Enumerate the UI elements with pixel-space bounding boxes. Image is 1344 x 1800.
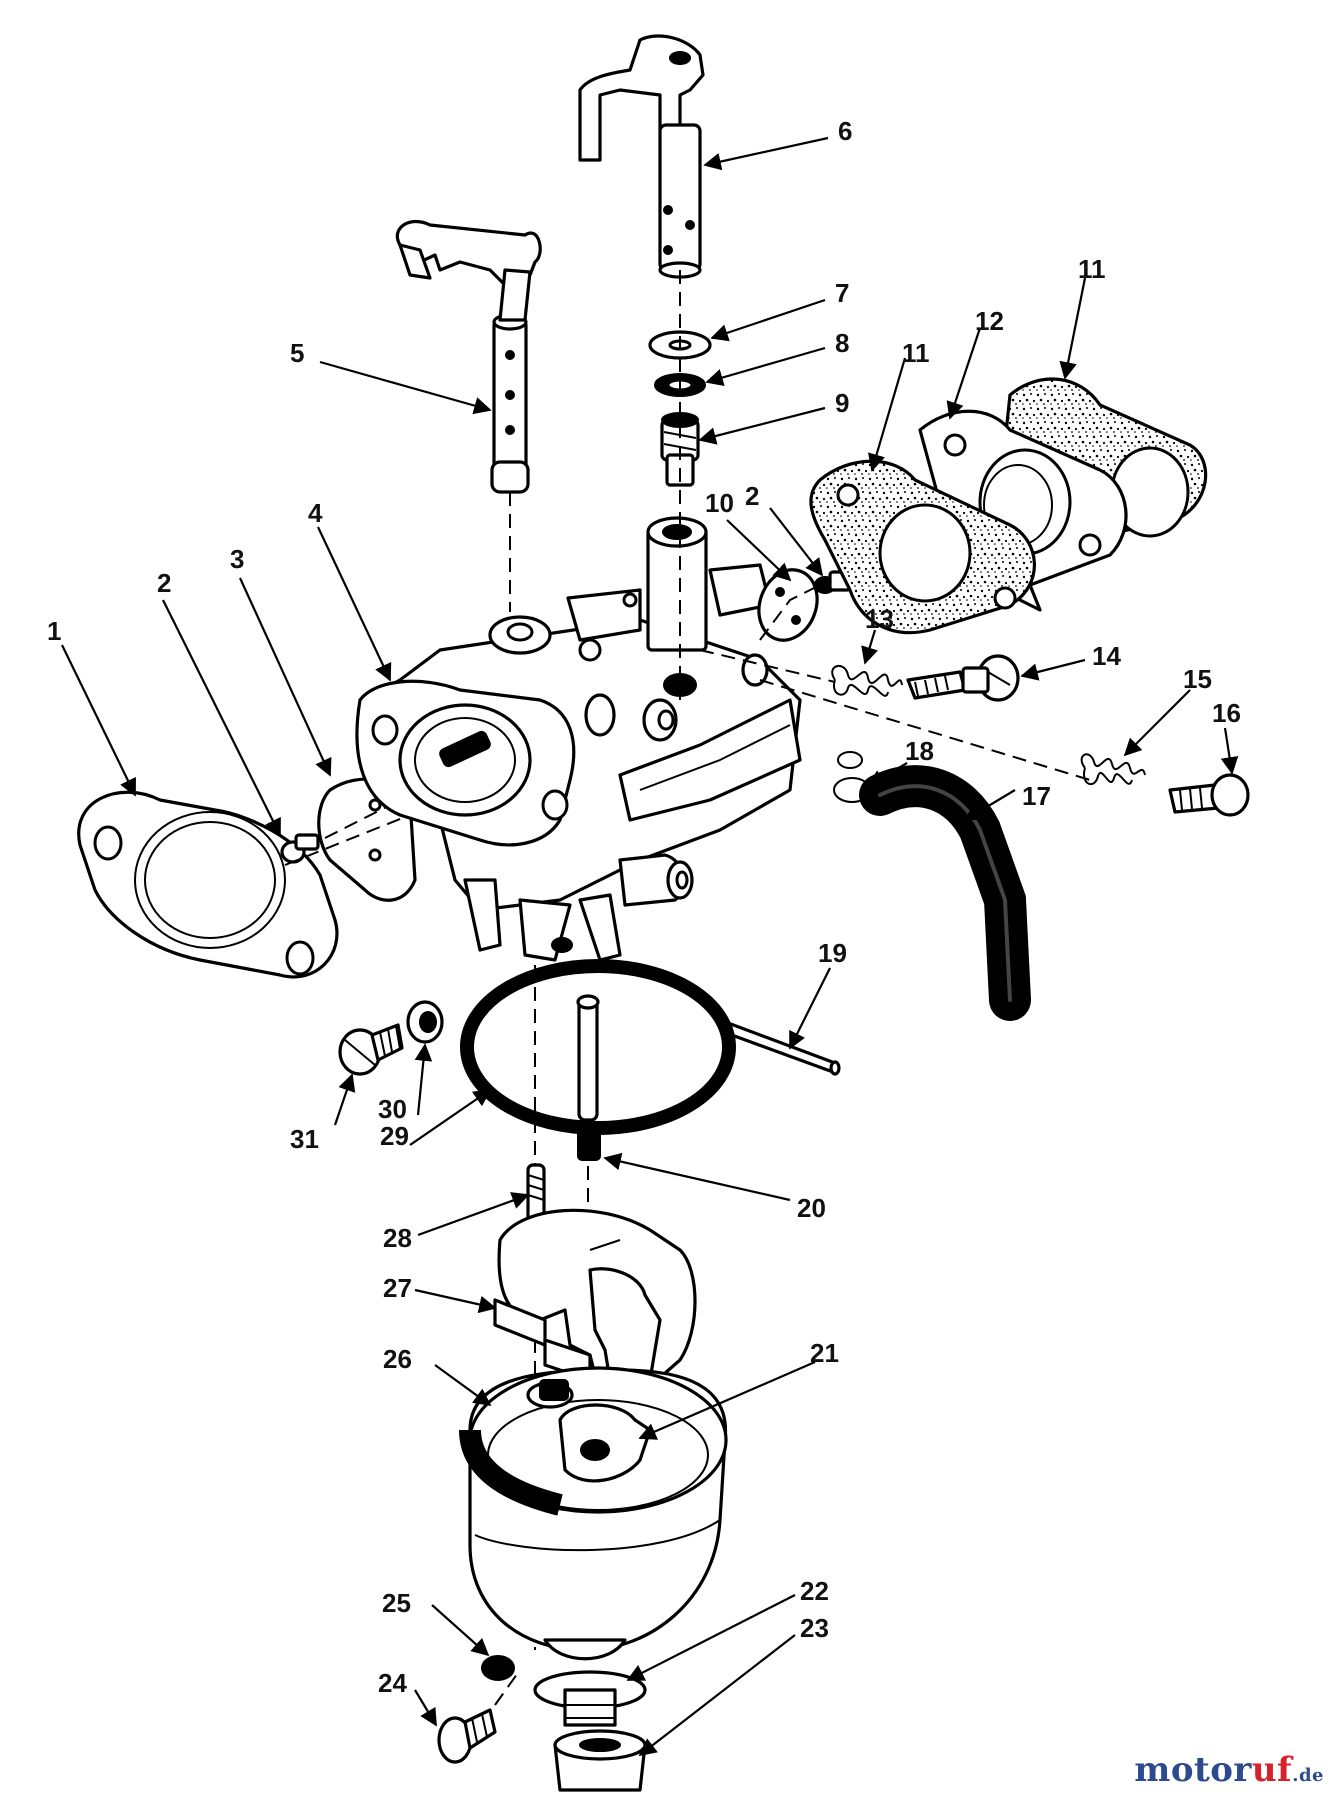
part-11-gasket-front (809, 459, 1036, 635)
callout-labels: 1 2 3 4 2 5 6 7 8 9 10 11 12 11 13 14 15… (47, 116, 1241, 1698)
callout-11b: 11 (902, 338, 930, 368)
callout-16: 16 (1212, 698, 1241, 728)
callout-14: 14 (1092, 641, 1121, 671)
part-19-pin (716, 1018, 841, 1076)
part-14-idle-screw (906, 654, 1020, 702)
callout-7: 7 (835, 278, 849, 308)
part-1-gasket (77, 790, 339, 979)
part-15-spring (1080, 753, 1146, 786)
part-13-spring (831, 665, 903, 697)
part-30-washer (406, 1000, 444, 1044)
callout-10: 10 (705, 488, 734, 518)
callout-17: 17 (1022, 781, 1051, 811)
callout-20: 20 (797, 1193, 826, 1223)
part-29-bowl-gasket (460, 959, 736, 1135)
callout-24: 24 (378, 1668, 407, 1698)
callout-2b: 2 (745, 481, 759, 511)
callout-6: 6 (838, 116, 852, 146)
callout-29: 29 (380, 1121, 409, 1151)
callout-1: 1 (47, 616, 61, 646)
part-20-inlet-needle (576, 994, 601, 1161)
callout-11a: 11 (1078, 254, 1106, 284)
watermark-part3: .de (1292, 1765, 1324, 1786)
callout-22: 22 (800, 1576, 829, 1606)
part-4-carburetor-body (355, 516, 802, 962)
assembly-line (759, 579, 831, 641)
assembly-line (759, 679, 1091, 781)
callout-23: 23 (800, 1613, 829, 1643)
part-16-screw (1168, 773, 1250, 817)
part-31-needle-screw (338, 1023, 404, 1076)
part-8-seal (654, 373, 706, 397)
part-2-screw (280, 833, 320, 864)
part-27-float (493, 1208, 697, 1407)
callout-19: 19 (818, 938, 847, 968)
callout-12: 12 (975, 306, 1004, 336)
callout-13: 13 (865, 604, 894, 634)
assembly-line (284, 814, 411, 866)
callout-4: 4 (308, 498, 323, 528)
leader-lines (61, 136, 1239, 1757)
part-5-choke-shaft (395, 219, 542, 494)
callout-30: 30 (378, 1094, 407, 1124)
callout-21: 21 (810, 1338, 839, 1368)
part-18-clamp (833, 751, 871, 803)
watermark-logo: motoruf.de (1134, 1750, 1324, 1790)
assembly-line (699, 649, 836, 683)
watermark-part1: motor (1134, 1750, 1252, 1790)
part-24-screw (437, 1708, 497, 1764)
part-22-bowl-nut (533, 1670, 647, 1727)
callout-3: 3 (230, 544, 244, 574)
part-9-bushing (660, 412, 700, 487)
callout-31: 31 (290, 1124, 319, 1154)
callout-8: 8 (835, 328, 849, 358)
part-25-washer (481, 1655, 515, 1681)
part-21-float-clip (558, 1403, 652, 1483)
callout-5: 5 (290, 338, 304, 368)
assembly-line (494, 1669, 521, 1706)
callout-2: 2 (157, 568, 171, 598)
callout-26: 26 (383, 1344, 412, 1374)
part-6-throttle-shaft (578, 34, 705, 279)
callout-15: 15 (1183, 664, 1212, 694)
callout-9: 9 (835, 388, 849, 418)
part-23-drain-nut (553, 1729, 647, 1792)
watermark-part2: uf (1251, 1750, 1293, 1790)
callout-18: 18 (905, 736, 934, 766)
callout-27: 27 (383, 1273, 412, 1303)
part-17-fuel-hose (859, 765, 1031, 1021)
callout-28: 28 (383, 1223, 412, 1253)
callout-25: 25 (382, 1588, 411, 1618)
